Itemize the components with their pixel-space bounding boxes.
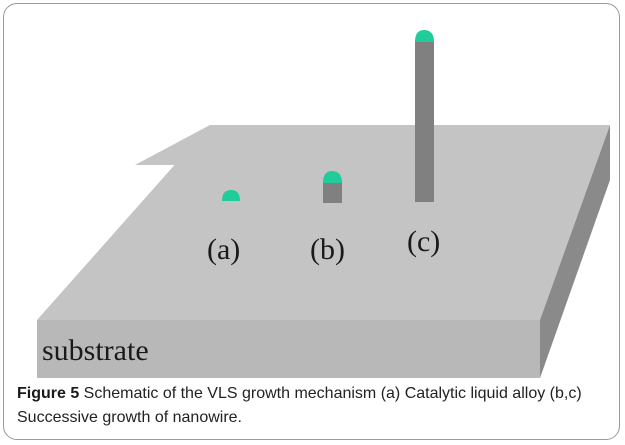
catalyst-droplet-b (323, 171, 342, 183)
stage-label-c: (c) (407, 225, 440, 258)
stage-label-a: (a) (207, 233, 240, 266)
nanowire-b (323, 181, 342, 203)
substrate-front-face (37, 320, 540, 378)
catalyst-droplet-c (415, 30, 434, 42)
catalyst-droplet-a (222, 190, 240, 201)
stage-label-b: (b) (310, 233, 345, 266)
figure-number: Figure 5 (17, 385, 80, 402)
substrate-label: substrate (42, 334, 149, 367)
caption-text: Schematic of the VLS growth mechanism (a… (17, 385, 582, 426)
substrate-side-face (540, 125, 610, 378)
figure-caption: Figure 5 Schematic of the VLS growth mec… (17, 382, 617, 430)
substrate-top-surface (37, 125, 610, 320)
nanowire-c (415, 40, 434, 202)
